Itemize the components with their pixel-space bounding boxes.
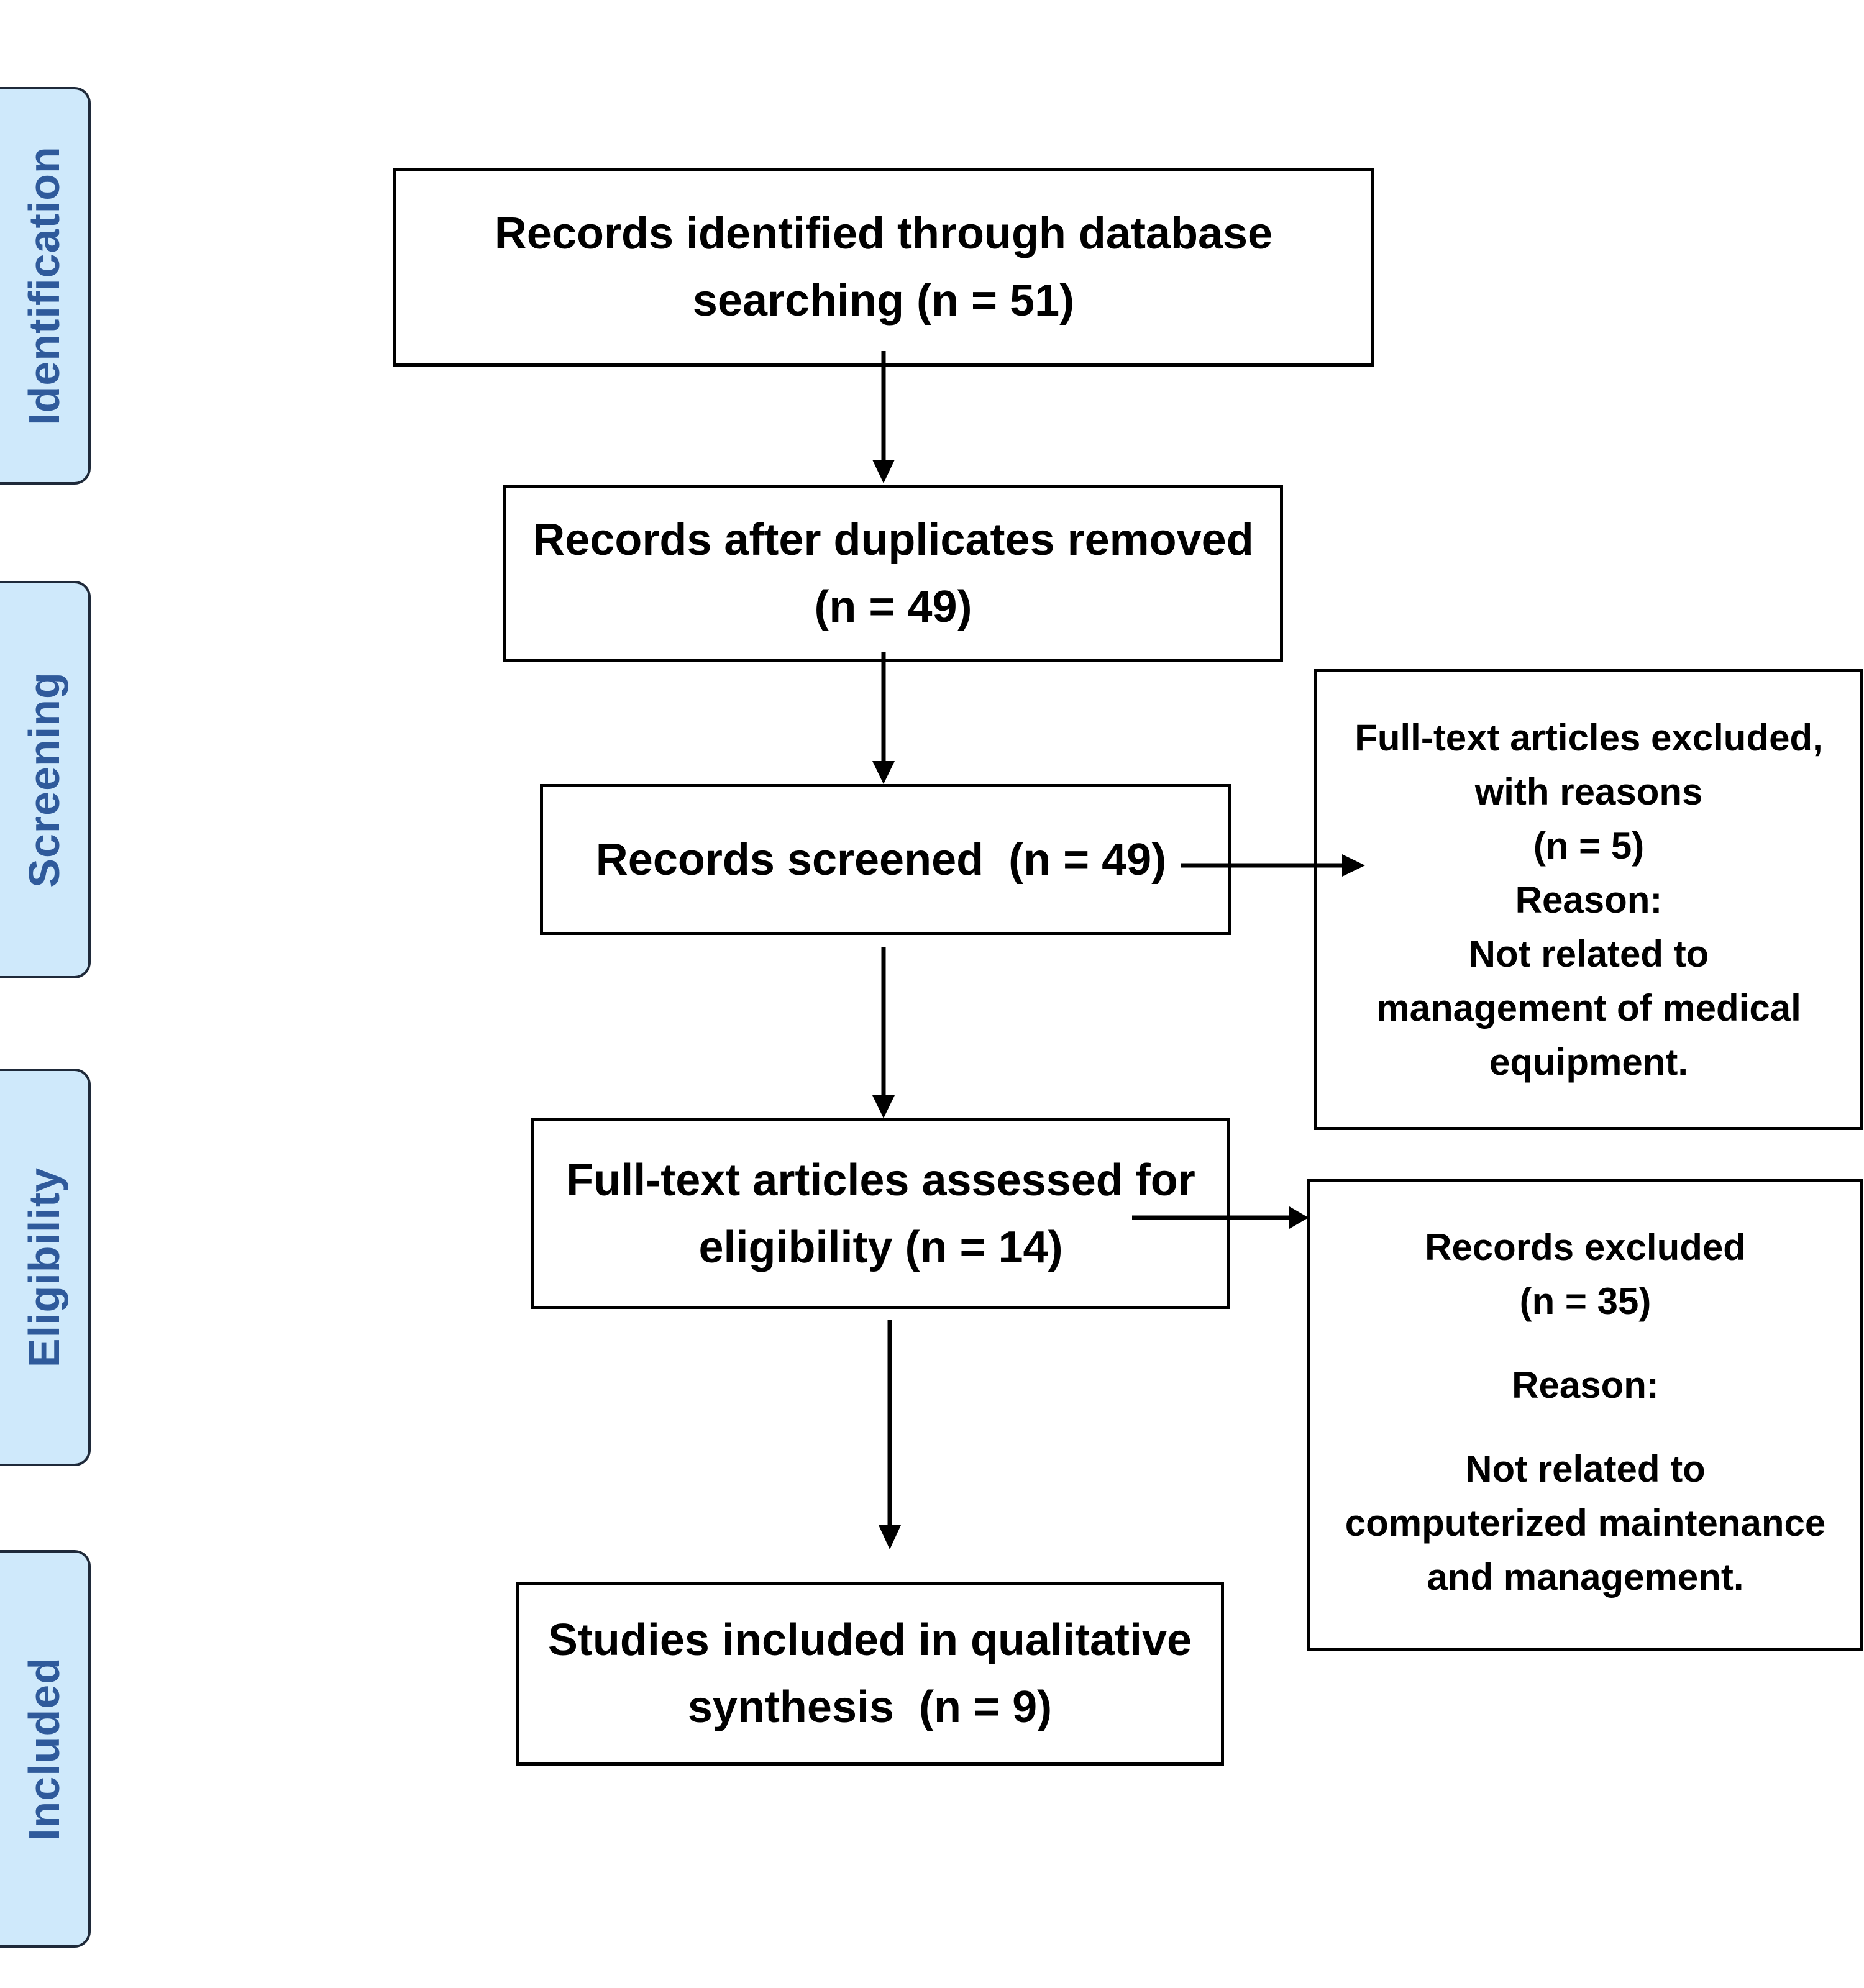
- fulltext-excluded-reason: equipment.: [1489, 1041, 1688, 1083]
- fulltext-assessed-line1: Full-text articles assessed for: [566, 1155, 1195, 1205]
- records-excluded-count: (n = 35): [1519, 1280, 1652, 1322]
- records-excluded-text: Records excluded (n = 35) Reason: Not re…: [1345, 1220, 1826, 1604]
- arrowhead-down: [872, 1095, 895, 1118]
- records-screened-text: Records screened (n = 49): [595, 834, 1167, 885]
- stage-identification-label: Identification: [20, 146, 68, 426]
- arrowhead-down: [879, 1525, 901, 1549]
- records-excluded-reason: and management.: [1427, 1556, 1744, 1598]
- records-identified-line2: searching (n = 51): [692, 276, 1075, 326]
- stage-screening-label: Screening: [20, 672, 68, 888]
- stage-eligibility: Eligibility: [0, 1069, 91, 1466]
- fulltext-excluded-reason: management of medical: [1376, 987, 1801, 1029]
- records-identified-line1: Records identified through database: [494, 209, 1273, 258]
- arrowhead-right: [1289, 1206, 1309, 1229]
- records-excluded-reason: Not related to: [1465, 1448, 1706, 1490]
- studies-included-line2: synthesis (n = 9): [687, 1682, 1053, 1732]
- stage-screening: Screening: [0, 581, 91, 978]
- arrowhead-down: [872, 460, 895, 483]
- stage-identification: Identification: [0, 87, 91, 485]
- records-after-duplicates-text: Records after duplicates removed (n = 49…: [532, 506, 1253, 641]
- fulltext-excluded-line: Full-text articles excluded,: [1355, 716, 1823, 759]
- stage-eligibility-label: Eligibility: [20, 1167, 68, 1368]
- records-excluded-title: Records excluded: [1425, 1226, 1746, 1268]
- records-after-duplicates-line2: (n = 49): [814, 581, 972, 632]
- arrowhead-down: [872, 761, 895, 784]
- fulltext-excluded-count: (n = 5): [1533, 824, 1645, 867]
- studies-included-text: Studies included in qualitative synthesi…: [548, 1607, 1192, 1741]
- records-excluded-box: Records excluded (n = 35) Reason: Not re…: [1307, 1179, 1863, 1651]
- studies-included-box: Studies included in qualitative synthesi…: [516, 1582, 1224, 1766]
- stage-included: Included: [0, 1550, 91, 1948]
- fulltext-assessed-line2: eligibility (n = 14): [698, 1222, 1063, 1272]
- records-excluded-reason-label: Reason:: [1512, 1364, 1659, 1406]
- fulltext-assessed-box: Full-text articles assessed for eligibil…: [531, 1118, 1230, 1309]
- records-screened-box: Records screened (n = 49): [540, 784, 1231, 935]
- fulltext-excluded-box: Full-text articles excluded, with reason…: [1314, 669, 1863, 1130]
- records-after-duplicates-box: Records after duplicates removed (n = 49…: [503, 485, 1283, 662]
- fulltext-excluded-line: with reasons: [1474, 770, 1703, 813]
- fulltext-excluded-reason: Not related to: [1468, 932, 1709, 975]
- records-after-duplicates-line1: Records after duplicates removed: [532, 514, 1254, 565]
- records-identified-text: Records identified through database sear…: [495, 200, 1272, 334]
- studies-included-line1: Studies included in qualitative: [547, 1615, 1192, 1665]
- stage-included-label: Included: [20, 1657, 68, 1841]
- fulltext-excluded-text: Full-text articles excluded, with reason…: [1355, 711, 1823, 1089]
- records-excluded-reason: computerized maintenance: [1345, 1502, 1826, 1544]
- records-identified-box: Records identified through database sear…: [393, 168, 1374, 367]
- fulltext-excluded-reason-label: Reason:: [1515, 878, 1663, 921]
- fulltext-assessed-text: Full-text articles assessed for eligibil…: [566, 1147, 1195, 1281]
